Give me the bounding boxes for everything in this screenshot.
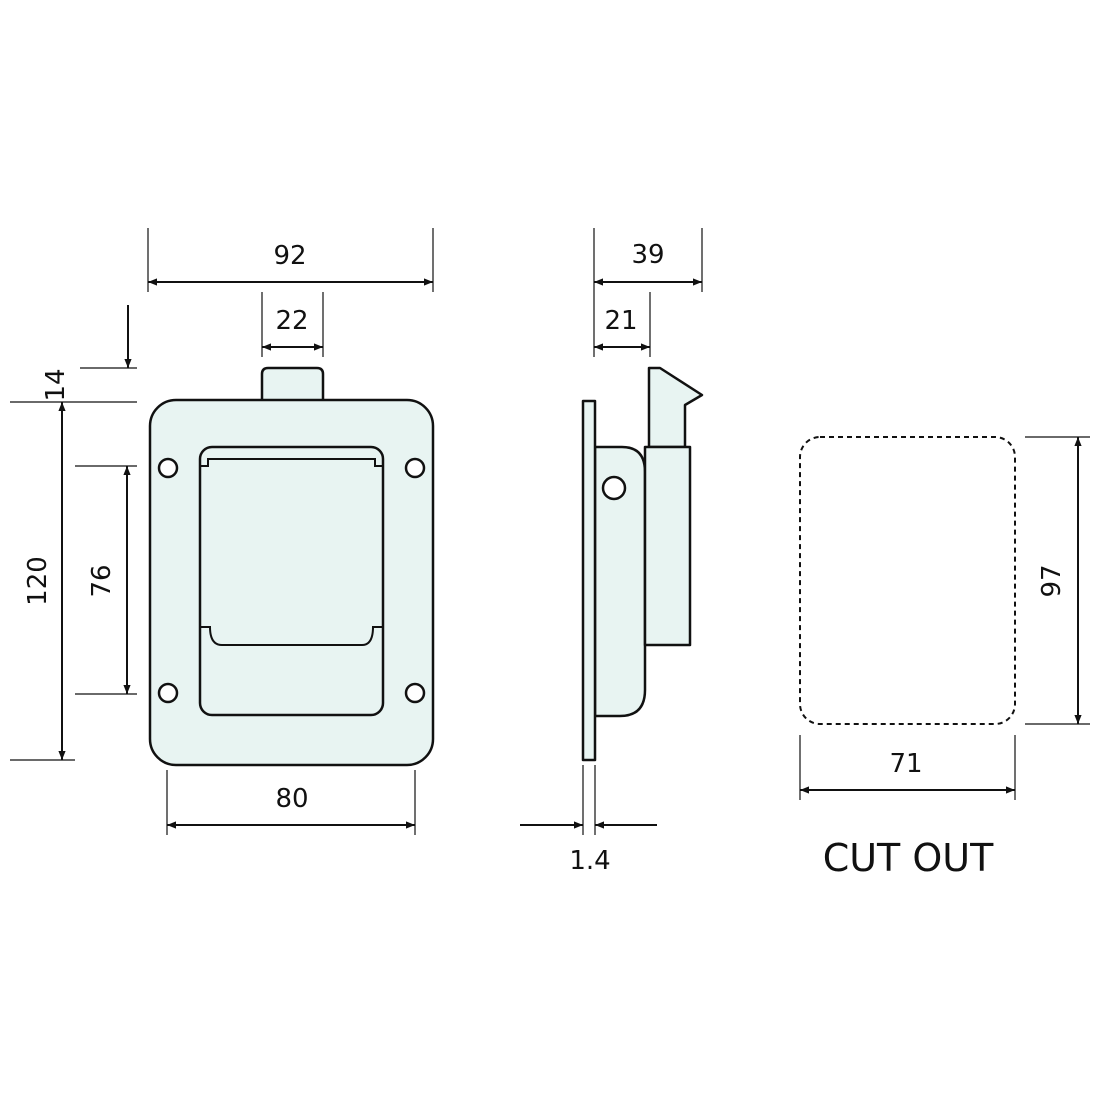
mounting-hole bbox=[404, 682, 426, 704]
latch-tab bbox=[260, 366, 325, 404]
dim-overall-height: 120 bbox=[23, 556, 53, 606]
body-housing bbox=[593, 445, 647, 718]
side-view bbox=[581, 366, 704, 762]
latch-bolt bbox=[647, 366, 704, 449]
cut-out-outline bbox=[799, 436, 1016, 725]
lock-cylinder bbox=[643, 445, 692, 647]
mounting-hole bbox=[157, 457, 179, 479]
dim-overall-depth: 39 bbox=[631, 240, 664, 270]
dim-overall-width: 92 bbox=[273, 241, 306, 271]
handle-lip bbox=[200, 626, 383, 646]
side-hole bbox=[601, 475, 627, 501]
dimension-lines bbox=[10, 228, 1090, 835]
dim-hole-spacing-horizontal: 80 bbox=[275, 784, 308, 814]
dim-tab-height: 14 bbox=[41, 368, 71, 401]
mounting-hole bbox=[157, 682, 179, 704]
dim-hole-spacing-vertical: 76 bbox=[87, 564, 117, 597]
cut-out-title: CUT OUT bbox=[823, 836, 994, 880]
mounting-hole bbox=[404, 457, 426, 479]
dim-cut-out-width: 71 bbox=[889, 749, 922, 779]
dim-cut-out-height: 97 bbox=[1037, 564, 1067, 597]
dim-tab-width: 22 bbox=[275, 306, 308, 336]
side-plate bbox=[581, 399, 597, 762]
dim-body-depth: 21 bbox=[604, 306, 637, 336]
handle-recess bbox=[198, 445, 385, 717]
handle-top-edge bbox=[199, 458, 383, 627]
dim-plate-thickness: 1.4 bbox=[569, 846, 610, 876]
front-view bbox=[148, 366, 435, 767]
